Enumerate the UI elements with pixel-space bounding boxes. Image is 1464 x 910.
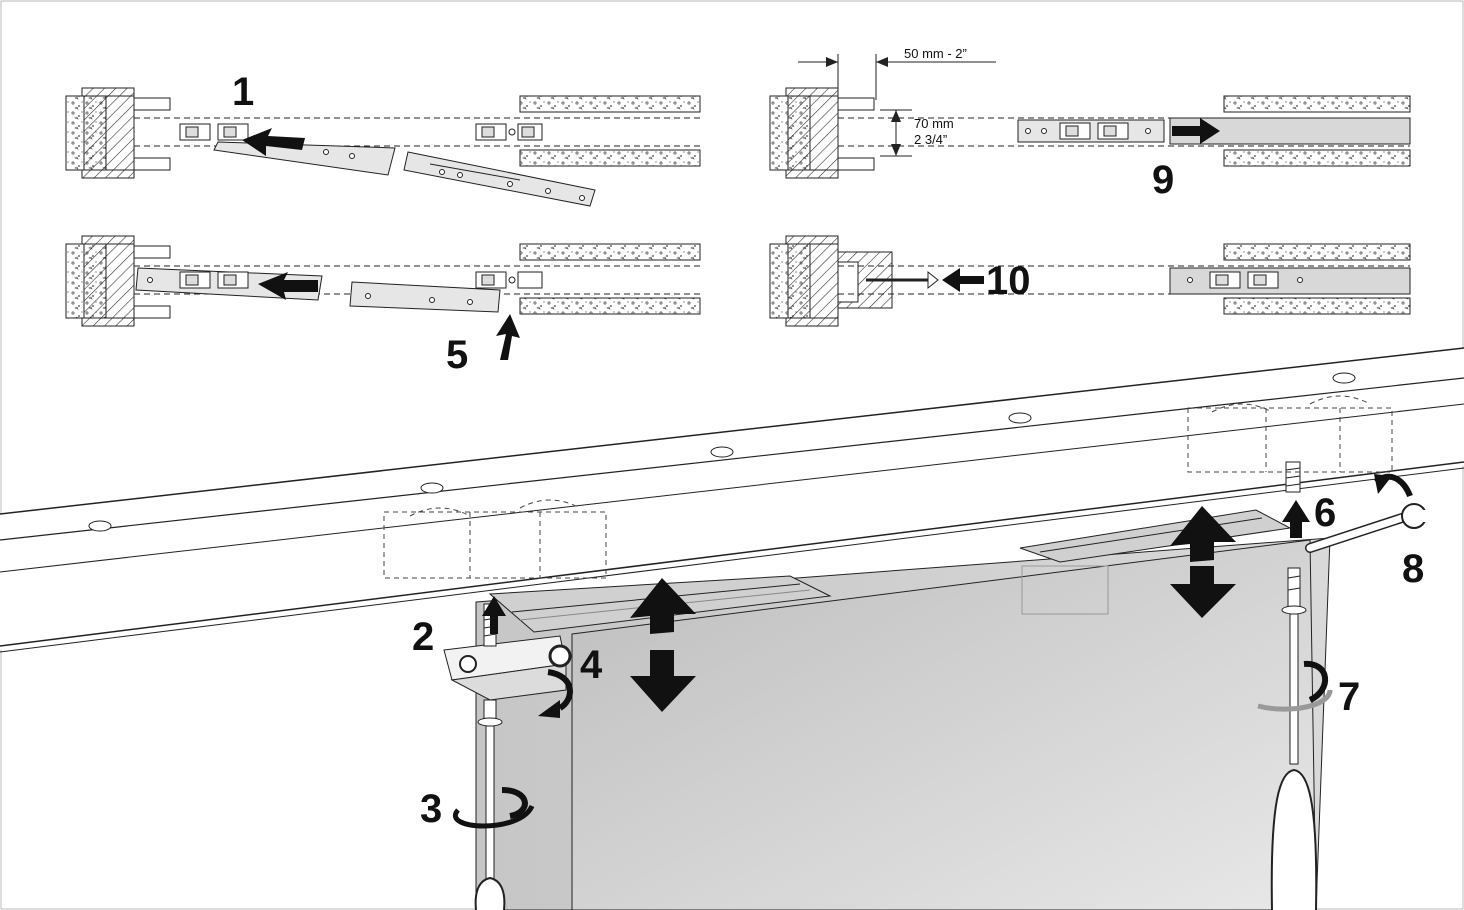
step-label-1: 1: [232, 70, 254, 114]
push-arrow: [242, 128, 305, 156]
adjust-arrow-right: [1170, 506, 1236, 618]
step-label-10: 10: [986, 259, 1031, 303]
main-door-assembly: [0, 347, 1464, 910]
up-arrow: [496, 314, 520, 360]
right-hanger-bolt: [1270, 461, 1318, 910]
up-arrow-6: [1282, 500, 1310, 538]
up-arrow-2: [482, 596, 506, 634]
dimension-offset: 50 mm - 2”: [904, 46, 967, 61]
panel-step-5: [65, 235, 701, 360]
panel-step-1: [65, 87, 701, 207]
dimension-height-in: 2 3/4”: [914, 132, 947, 147]
roller-trolley-ghost-right: [1187, 395, 1393, 473]
panel-step-9: [769, 54, 1411, 179]
dimension-height-mm: 70 mm: [914, 116, 954, 131]
step-label-5: 5: [446, 333, 468, 377]
wood-frame: [83, 95, 135, 171]
rotate-arrow-4: [547, 669, 573, 711]
step-label-9: 9: [1152, 158, 1174, 202]
tilted-rail: [213, 141, 396, 176]
step-label-4: 4: [580, 643, 603, 687]
panel-step-10: [769, 235, 1411, 327]
adjust-arrow-left: [630, 578, 696, 712]
rail-top-edge: [0, 347, 1464, 515]
front-door-panel: [571, 539, 1317, 910]
left-hanger-bracket: [443, 603, 572, 910]
step-label-2: 2: [412, 615, 434, 659]
step-label-6: 6: [1314, 491, 1336, 535]
rotate-arrow-7: [1257, 689, 1333, 712]
step-label-7: 7: [1338, 675, 1360, 719]
roller-trolley-ghost-left: [383, 499, 607, 579]
step-label-8: 8: [1402, 547, 1424, 591]
step-label-3: 3: [420, 787, 442, 831]
rotate-arrow-3: [452, 804, 535, 829]
wrench-icon: [1305, 503, 1428, 553]
ceiling-slab: [519, 95, 701, 113]
